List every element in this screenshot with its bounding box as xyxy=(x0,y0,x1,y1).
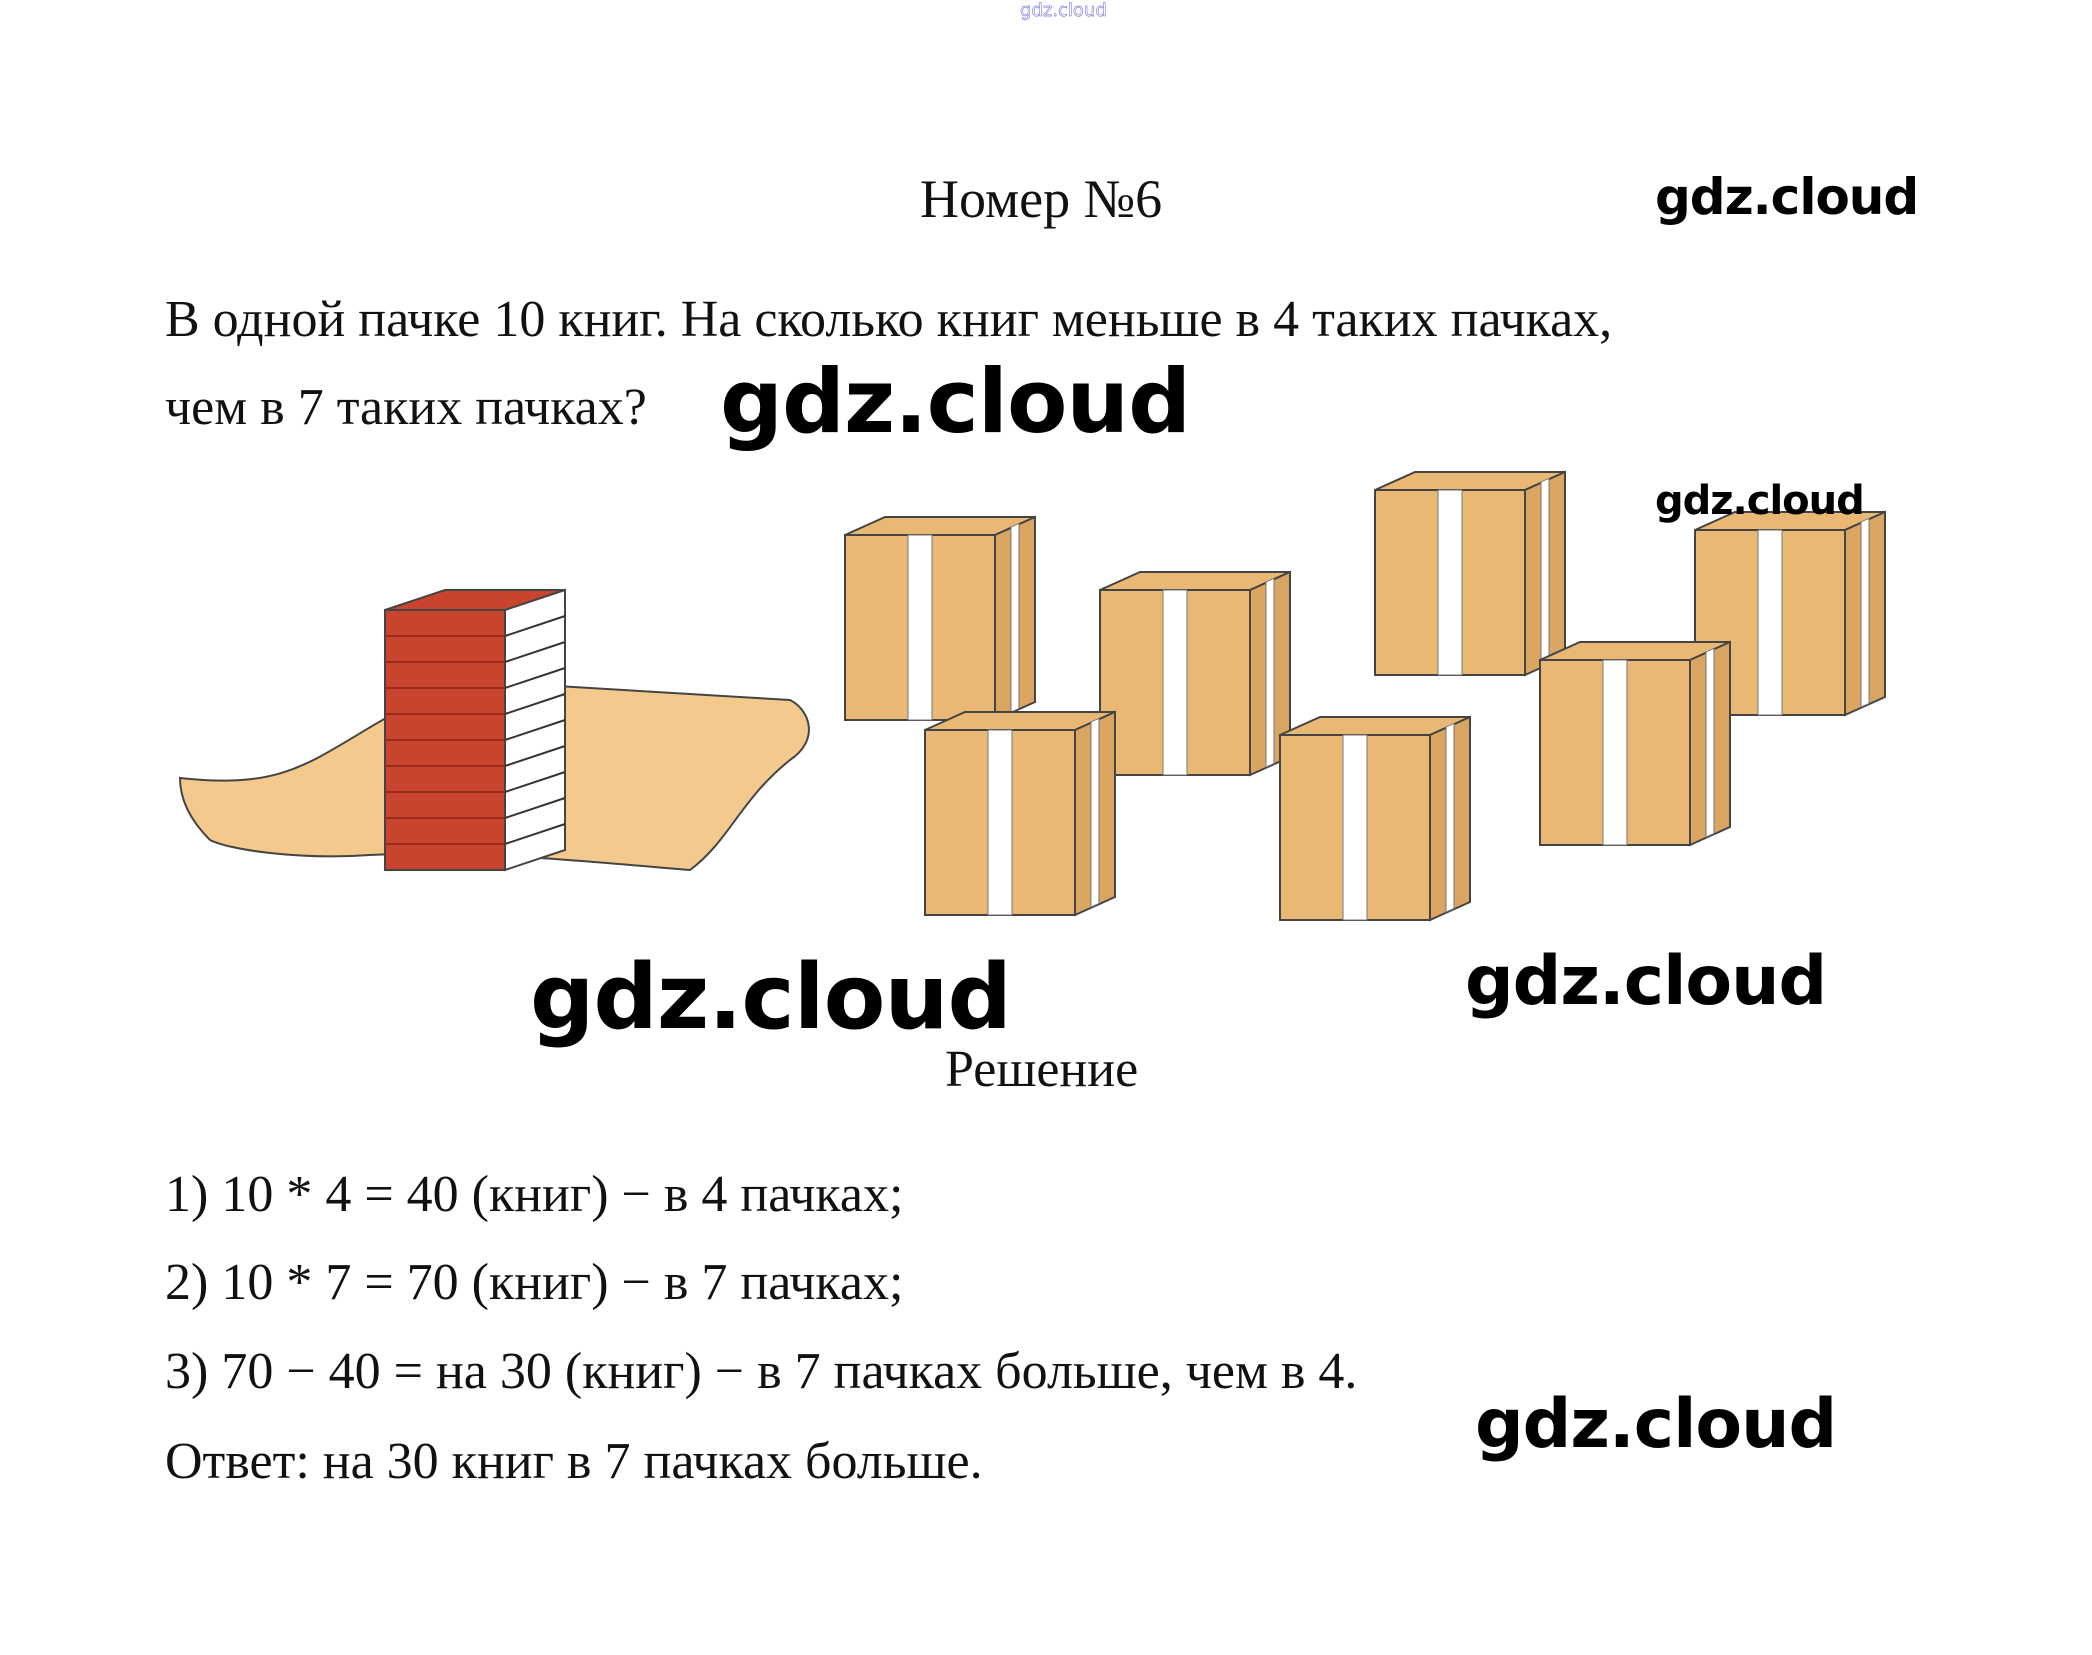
answer: Ответ: на 30 книг в 7 пачках больше. xyxy=(165,1433,983,1490)
book-pages-line xyxy=(504,771,566,793)
book-pages-line xyxy=(504,641,566,663)
pack-tape xyxy=(1705,647,1715,838)
book-pages-line xyxy=(504,823,566,845)
solution-step-3: 3) 70 − 40 = на 30 (книг) − в 7 пачках б… xyxy=(165,1343,1358,1400)
pack-tape xyxy=(1010,522,1020,713)
pack-tape xyxy=(1445,722,1455,913)
pack-box xyxy=(924,710,1116,917)
boxes xyxy=(844,470,1886,922)
page-title: Номер №6 xyxy=(920,169,1163,229)
pack-tape xyxy=(1437,489,1463,676)
pack-tape xyxy=(1757,529,1783,716)
task-text-line-1: В одной пачке 10 книг. На сколько книг м… xyxy=(165,291,1613,348)
pack-tape xyxy=(987,729,1013,916)
illustration xyxy=(178,470,1886,922)
book-stack xyxy=(384,588,566,872)
task-text-line-2: чем в 7 таких пачках? xyxy=(165,379,647,436)
book-pages-line xyxy=(504,693,566,715)
book-pages-line xyxy=(504,745,566,767)
watermark: gdz.cloud xyxy=(530,945,1012,1050)
pack-tape xyxy=(1090,717,1100,908)
watermark: gdz.cloud xyxy=(1655,168,1919,226)
solution-title: Решение xyxy=(945,1041,1139,1098)
book-pages-line xyxy=(504,719,566,741)
pack-box xyxy=(844,515,1036,722)
pack-tape xyxy=(1602,659,1628,846)
pack-tape xyxy=(907,534,933,721)
pack-tape xyxy=(1860,517,1870,708)
watermark: gdz.cloud xyxy=(1465,942,1827,1021)
solution-step-1: 1) 10 * 4 = 40 (книг) − в 4 пачках; xyxy=(165,1166,904,1223)
pack-tape xyxy=(1265,577,1275,768)
book-pages-line xyxy=(504,797,566,819)
pack-tape xyxy=(1540,477,1550,668)
watermark-top: gdz.cloud xyxy=(1020,0,1107,21)
book-pages-line xyxy=(504,615,566,637)
pack-tape xyxy=(1342,734,1368,921)
watermark: gdz.cloud xyxy=(720,350,1191,453)
pack-box xyxy=(1694,510,1886,717)
solution-step-2: 2) 10 * 7 = 70 (книг) − в 7 пачках; xyxy=(165,1254,904,1311)
pack-box xyxy=(1279,715,1471,922)
pack-box xyxy=(1374,470,1566,677)
watermark: gdz.cloud xyxy=(1655,478,1865,524)
watermark: gdz.cloud xyxy=(1475,1385,1837,1464)
pack-tape xyxy=(1162,589,1188,776)
book-pages-line xyxy=(504,667,566,689)
pack-box xyxy=(1539,640,1731,847)
pack-box xyxy=(1099,570,1291,777)
